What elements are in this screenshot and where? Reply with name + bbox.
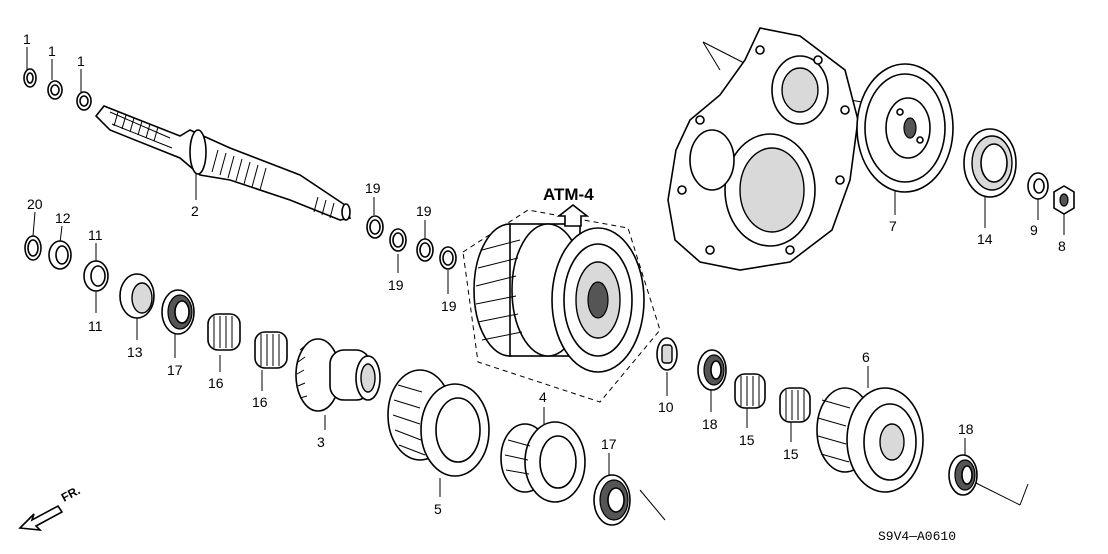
callout-1c: 1 (77, 53, 85, 69)
callout-8: 8 (1058, 238, 1066, 254)
callout-15b: 15 (783, 446, 799, 462)
callout-7: 7 (889, 218, 897, 234)
callout-19d: 19 (441, 298, 457, 314)
callout-4: 4 (539, 389, 547, 405)
callout-9: 9 (1030, 222, 1038, 238)
callout-5: 5 (434, 501, 442, 517)
front-label: FR. (59, 483, 83, 504)
gear-7 (856, 63, 954, 193)
mainshaft (94, 105, 352, 221)
needle-bearing-16a (207, 313, 241, 351)
callout-17b: 17 (601, 436, 617, 452)
snap-ring-20 (24, 235, 42, 261)
callout-6: 6 (862, 349, 870, 365)
callout-2: 2 (191, 203, 199, 219)
gear-4 (500, 421, 586, 503)
callout-15a: 15 (739, 432, 755, 448)
front-arrow-icon (18, 504, 64, 532)
needle-bearing-15a (734, 373, 766, 409)
bearing-14 (963, 128, 1017, 198)
clutch-assembly-atm4 (462, 209, 661, 403)
callout-16a: 16 (208, 375, 224, 391)
callout-18b: 18 (958, 421, 974, 437)
callout-11b: 11 (88, 318, 103, 334)
collar-13 (119, 273, 155, 319)
callout-1a: 1 (23, 31, 31, 47)
thrust-washers-19 (366, 215, 457, 270)
gear-3 (295, 338, 381, 412)
transmission-case (667, 27, 859, 271)
washer-9 (1027, 172, 1049, 200)
callout-17a: 17 (167, 362, 183, 378)
atm4-label: ATM-4 (543, 185, 594, 204)
atm4-reference: ATM-4 (543, 185, 594, 227)
callout-20: 20 (27, 196, 43, 212)
washer-group-1 (23, 68, 92, 111)
callout-1b: 1 (48, 43, 56, 59)
bearing-17a (161, 289, 195, 335)
bearing-18b (948, 454, 978, 496)
callout-18a: 18 (702, 416, 718, 432)
locknut-8 (1053, 185, 1075, 215)
callout-10: 10 (658, 399, 674, 415)
gear-5 (387, 369, 490, 477)
callout-14: 14 (977, 231, 993, 247)
collar-10 (656, 337, 678, 371)
leader-lines (26, 41, 1065, 521)
spring-washer-11 (83, 260, 109, 292)
diagram-code: S9V4—A0610 (878, 529, 956, 544)
callout-19a: 19 (365, 180, 381, 196)
atm4-arrow-icon (556, 203, 590, 227)
callout-labels: 1 1 1 2 20 12 11 11 13 17 16 16 3 5 4 17… (23, 31, 1066, 517)
needle-bearing-15b (779, 387, 811, 423)
callout-3: 3 (317, 434, 325, 450)
callout-12: 12 (55, 210, 71, 226)
bearing-18a (697, 349, 727, 391)
bearing-17b (593, 474, 631, 526)
callout-19b: 19 (388, 277, 404, 293)
gear-6 (816, 387, 924, 493)
needle-bearing-16b (254, 331, 288, 369)
callout-13: 13 (127, 344, 143, 360)
callout-11a: 11 (88, 227, 103, 243)
washer-12 (48, 240, 72, 270)
front-indicator: FR. (18, 483, 83, 532)
callout-16b: 16 (252, 394, 268, 410)
callout-19c: 19 (416, 203, 432, 219)
